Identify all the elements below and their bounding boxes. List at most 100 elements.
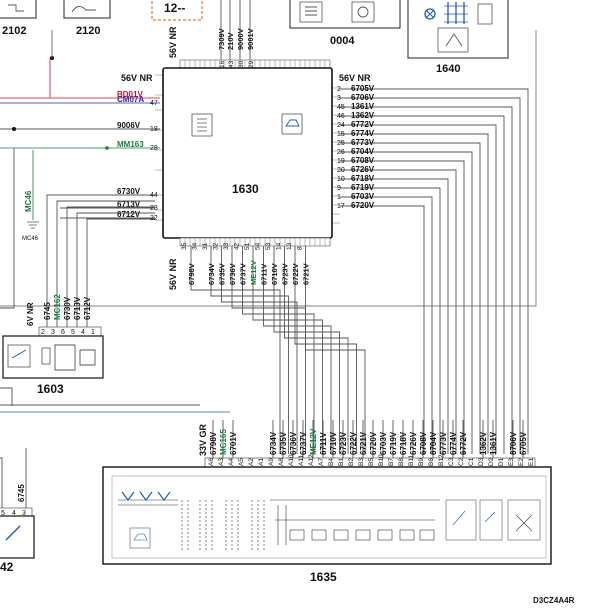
right-pin-number: 26 bbox=[337, 149, 345, 156]
right-wire bbox=[340, 169, 457, 454]
module-pin-number: A10 bbox=[288, 454, 295, 466]
module-pin-number: A11 bbox=[298, 455, 305, 466]
right-wire-label: 6718V bbox=[351, 174, 375, 183]
right-wire bbox=[340, 88, 529, 454]
module-pin-number: A4 bbox=[228, 458, 235, 466]
bottom-wire bbox=[284, 246, 349, 454]
bottom-pin-number: 34 bbox=[192, 242, 199, 250]
right-wire bbox=[340, 133, 489, 454]
bottom-pin-number: 31 bbox=[202, 242, 209, 250]
right-wire bbox=[340, 205, 425, 454]
left-pin-number: 18 bbox=[150, 126, 158, 133]
module-pin-number: C1 bbox=[468, 457, 475, 466]
module-pin-number: A7 bbox=[318, 458, 325, 466]
c1603-wire bbox=[46, 194, 155, 327]
component-2120-label: 2120 bbox=[76, 25, 100, 37]
bottom-pin-number: 33 bbox=[223, 242, 230, 250]
right-pin-number: 46 bbox=[337, 113, 345, 120]
component-2102-label: 2102 bbox=[2, 25, 26, 37]
module-wire-label: 6798V bbox=[209, 431, 218, 455]
component-1603-label: 1603 bbox=[37, 382, 64, 396]
module-pin-number: B6 bbox=[428, 458, 435, 466]
module-pin-number: A9 bbox=[268, 458, 275, 466]
right-pin-number: 24 bbox=[337, 122, 345, 129]
left-pin-number: 47 bbox=[150, 100, 158, 107]
module-pin-number: B7 bbox=[388, 458, 395, 466]
c1603-pin-number: 3 bbox=[51, 329, 55, 336]
c1603-wire bbox=[76, 212, 155, 327]
ecu-top-pins bbox=[179, 59, 331, 69]
bottom-wire-label: 6722V bbox=[291, 263, 300, 285]
bottom-wire-label: 6798V bbox=[187, 263, 196, 285]
right-wire bbox=[340, 106, 513, 454]
module-wire-label: 6701V bbox=[229, 431, 238, 455]
module-pin-number: E1 bbox=[528, 458, 535, 466]
engine-icon bbox=[281, 113, 303, 135]
component-1640: 1640 bbox=[407, 0, 509, 75]
module-wire-label: 6774V bbox=[449, 431, 458, 455]
right-wire-label: 1361V bbox=[351, 102, 375, 111]
bottom-wire-label: 6737V bbox=[239, 263, 248, 285]
top-pin-number: 29 bbox=[248, 60, 255, 68]
module-pin-number: D3 bbox=[478, 457, 485, 466]
right-wire-label: 6705V bbox=[351, 84, 375, 93]
c42-pin-2: 4 bbox=[12, 510, 16, 517]
module-pin-number: E2 bbox=[518, 458, 525, 466]
module-internal-circuit bbox=[118, 491, 541, 550]
bottom-wire bbox=[210, 246, 289, 454]
footer-code: D3CZ4A4R bbox=[533, 596, 575, 605]
right-pin-number: 15 bbox=[337, 131, 345, 138]
module-pin-number: B5 bbox=[368, 458, 375, 466]
c42-pin-3: 3 bbox=[22, 510, 26, 517]
module-1635-connector-label: 33V GR bbox=[198, 423, 208, 456]
module-wire-label: 6722V bbox=[349, 431, 358, 455]
module-wire-label: 6720V bbox=[369, 431, 378, 455]
module-wire-label: 6726V bbox=[409, 431, 418, 455]
right-wire-label: 6720V bbox=[351, 201, 375, 210]
module-wire-label: 6711V bbox=[319, 432, 328, 455]
module-pin-number: B9 bbox=[418, 458, 425, 466]
right-wire-label: 6772V bbox=[351, 120, 375, 129]
left-wire-label: 6713V bbox=[117, 200, 141, 209]
module-pin-number: A2 bbox=[248, 458, 255, 466]
c1603-wire-label: 6712V bbox=[83, 296, 92, 320]
c1603-wire-label: 6713V bbox=[73, 296, 82, 320]
bottom-wire bbox=[252, 246, 323, 454]
module-pin-number: B3 bbox=[358, 458, 365, 466]
component-2102: 2102 bbox=[0, 0, 37, 37]
component-1603-connector-label: 6V NR bbox=[26, 302, 35, 326]
module-pin-number: A12 bbox=[308, 454, 315, 466]
module-pin-number: B1 bbox=[338, 458, 345, 466]
module-wire-label: ME12V bbox=[309, 428, 318, 455]
module-wire-label: 6705V bbox=[519, 431, 528, 455]
bottom-wire bbox=[221, 246, 298, 454]
component-0004: 0004 bbox=[289, 0, 401, 47]
left-wire-label: 6730V bbox=[117, 187, 141, 196]
left-wire-label: 6712V bbox=[117, 210, 141, 219]
bottom-pin-number: 35 bbox=[181, 242, 188, 250]
left-pin-number: 44 bbox=[150, 192, 158, 199]
module-wire-label: 6718V bbox=[399, 431, 408, 455]
c1603-wire bbox=[66, 206, 155, 327]
c1603-pin-number: 4 bbox=[81, 329, 85, 336]
component-42-label: 42 bbox=[0, 560, 14, 574]
right-wire-label: 6703V bbox=[351, 192, 375, 201]
right-pin-number: 19 bbox=[337, 158, 345, 165]
module-wire-label: 6772V bbox=[459, 431, 468, 455]
right-pin-number: 45 bbox=[337, 104, 345, 111]
bottom-wire-label: 6736V bbox=[228, 263, 237, 285]
module-wire-label: 6721V bbox=[359, 431, 368, 455]
right-wire bbox=[340, 115, 505, 454]
right-wire-label: 1362V bbox=[351, 111, 375, 120]
module-wire-label: 6736V bbox=[289, 431, 298, 455]
right-wire bbox=[340, 160, 465, 454]
bottom-pin-number: 13 bbox=[286, 242, 293, 250]
right-pin-number: 10 bbox=[337, 176, 345, 183]
module-pin-number: A1 bbox=[258, 458, 265, 466]
ecu-top-connector-label: 56V NR bbox=[168, 26, 178, 58]
